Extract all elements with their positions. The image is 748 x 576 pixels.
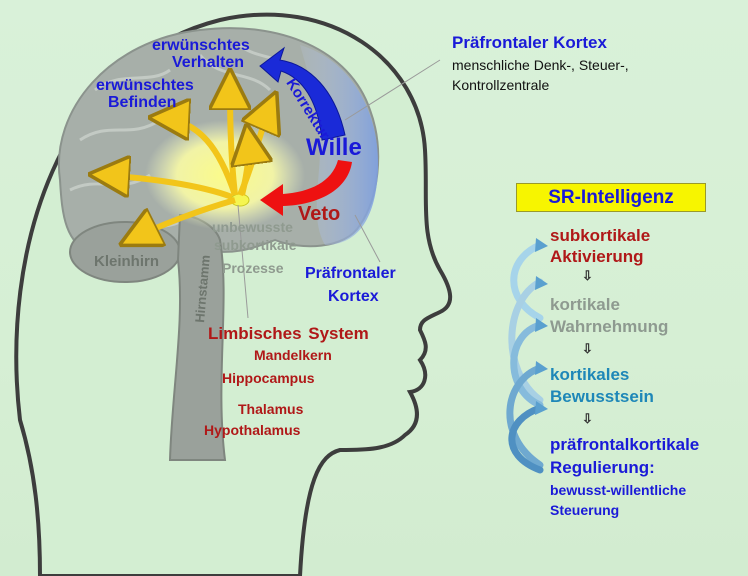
sr-step3-line2: Bewusstsein <box>550 387 654 406</box>
limbic-item-thalamus: Thalamus <box>238 401 304 417</box>
label-pfc-1: Präfrontaler <box>305 265 396 282</box>
pfc-header-line2: Kontrollzentrale <box>452 77 550 93</box>
sr-step1-line2: Aktivierung <box>550 247 644 266</box>
sr-intelligence-title: SR-Intelligenz <box>516 183 706 212</box>
limbic-title: Limbisches System <box>208 324 369 343</box>
label-unconscious-1: unbewusste <box>212 219 293 235</box>
cerebellum-shape <box>69 221 181 283</box>
label-will: Wille <box>306 134 362 161</box>
leader-lines <box>237 59 441 319</box>
label-veto: Veto <box>298 203 341 225</box>
label-cerebellum: Kleinhirn <box>94 253 160 270</box>
sr-step2-line1: kortikale <box>550 295 620 314</box>
label-desired-wellbeing-1: erwünschtes <box>96 77 194 94</box>
limbic-item-amygdala: Mandelkern <box>254 347 332 363</box>
sr-step4-line4: Steuerung <box>550 502 620 518</box>
label-desired-wellbeing-2: Befinden <box>108 94 177 111</box>
pfc-header-title: Präfrontaler Kortex <box>452 33 607 52</box>
activation-arrows <box>100 80 272 240</box>
veto-arrow <box>260 160 352 216</box>
correction-arrow <box>259 46 346 141</box>
limbic-item-hippocampus: Hippocampus <box>222 370 315 386</box>
sr-step4-line2: Regulierung: <box>550 458 655 477</box>
limbic-item-hypothalamus: Hypothalamus <box>204 422 301 438</box>
label-desired-behavior-1: erwünschtes <box>152 37 250 54</box>
sr-step4-line3: bewusst-willentliche <box>550 482 687 498</box>
label-unconscious-3: Prozesse <box>222 260 284 276</box>
label-desired-behavior-2: Verhalten <box>172 54 245 71</box>
sr-down-arrow-2: ⇩ <box>582 341 593 356</box>
sr-step2-line2: Wahrnehmung <box>550 317 669 336</box>
pfc-header-line1: menschliche Denk-, Steuer-, <box>452 57 629 73</box>
label-unconscious-2: subkortikale <box>214 237 297 253</box>
sr-cycle-arrows <box>506 241 544 474</box>
sr-step3-line1: kortikales <box>550 365 630 384</box>
sr-down-arrow-1: ⇩ <box>582 268 593 283</box>
sr-arrowheads <box>535 238 548 415</box>
sr-step1-line1: subkortikale <box>550 226 651 245</box>
sr-step4-line1: präfrontalkortikale <box>550 435 700 454</box>
label-pfc-2: Kortex <box>328 288 379 305</box>
brainstem-shape <box>168 213 227 461</box>
sr-down-arrow-3: ⇩ <box>582 411 593 426</box>
